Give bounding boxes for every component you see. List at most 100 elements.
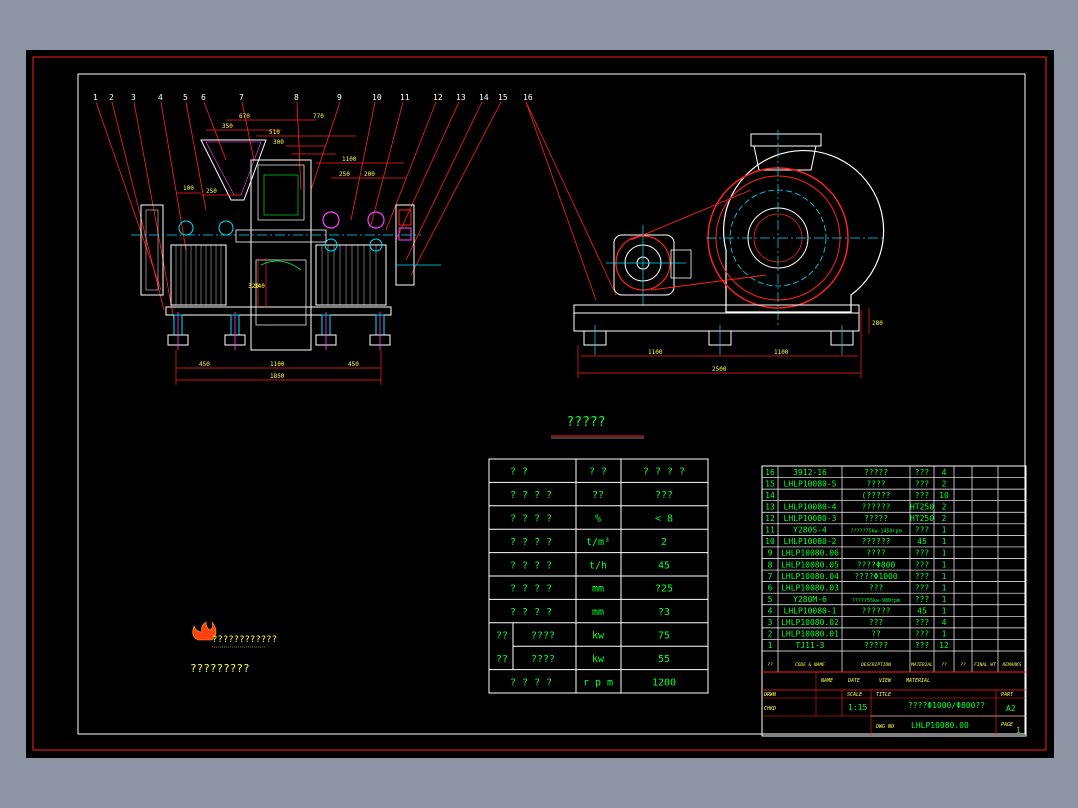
spec-cell-name: ? ? ? ? (510, 584, 552, 595)
parts-cell-qty: 2 (942, 502, 947, 511)
parts-cell-mat: ??? (915, 549, 930, 558)
parts-cell-name: ????Φ1000 (854, 572, 898, 581)
label-scale: SCALE (847, 692, 862, 698)
label-date: DATE (847, 678, 860, 684)
spec-cell-unit: t/h (589, 560, 607, 571)
parts-cell-code: LHLP10080-1 (784, 607, 837, 616)
parts-cell-qty: 2 (942, 514, 947, 523)
parts-cell-no: 12 (765, 514, 775, 523)
balloon-11: 11 (400, 93, 410, 102)
spec-cell-unit: r p m (583, 677, 613, 688)
parts-cell-mat: ??? (915, 491, 930, 500)
parts-cell-mat: HT250 (910, 514, 934, 523)
inner-frame (77, 73, 1026, 735)
parts-cell-name: ?? (871, 630, 881, 639)
parts-cell-qty: 1 (942, 630, 947, 639)
parts-cell-name: ????? (864, 641, 888, 650)
drawing-canvas[interactable]: 3506705107703001100250200100250450110045… (26, 50, 1054, 758)
parts-cell-mat: ??? (915, 560, 930, 569)
spec-cell-value: 55 (658, 654, 670, 665)
dim-side-3: 280 (872, 320, 883, 327)
dim-front-8: 100 (183, 185, 194, 192)
parts-cell-name: ????Φ800 (857, 560, 896, 569)
parts-cell-no: 15 (765, 479, 775, 488)
parts-cell-mat: ??? (915, 641, 930, 650)
balloon-7: 7 (239, 93, 244, 102)
balloon-12: 12 (433, 93, 443, 102)
dim-front-12: 450 (348, 361, 359, 368)
parts-cell-mat: ??? (915, 630, 930, 639)
parts-cell-code: LHLP10080.01 (781, 630, 839, 639)
parts-cell-name: ????? (864, 468, 888, 477)
parts-cell-code: Y280S-4 (793, 526, 827, 535)
parts-cell-qty: 1 (942, 595, 947, 604)
spec-cell-value: 45 (658, 560, 670, 571)
parts-cell-name: ??? (869, 583, 884, 592)
spec-heading: ????? (566, 415, 605, 430)
parts-cell-qty: 1 (942, 572, 947, 581)
dim-front-2: 510 (269, 129, 280, 136)
parts-cell-no: 16 (765, 468, 775, 477)
sheet-size: A2 (1006, 704, 1016, 713)
spec-cell-value: ??? (655, 490, 673, 501)
drawing-title: ????Φ1000/Φ800?? (908, 701, 985, 710)
page-number: 1 (1016, 726, 1021, 735)
parts-cell-name: ???? (866, 549, 885, 558)
spec-cell-name: ???? (531, 654, 555, 665)
dim-front-6: 250 (339, 171, 350, 178)
dim-front-14: 340 (254, 283, 265, 290)
parts-cell-no: 7 (768, 572, 773, 581)
dim-front-15: 320 (248, 283, 259, 290)
balloon-4: 4 (158, 93, 163, 102)
parts-cell-mat: ??? (915, 595, 930, 604)
spec-cell-unit: ?? (592, 490, 604, 501)
balloon-13: 13 (456, 93, 466, 102)
parts-cell-qty: 10 (939, 491, 949, 500)
parts-cell-name: ?????? (862, 537, 891, 546)
label-page: PAGE (1001, 722, 1013, 728)
parts-header-cell: ?? (941, 662, 947, 668)
dim-side-0: 1100 (648, 349, 663, 356)
parts-cell-code: Y280M-6 (793, 595, 827, 604)
parts-header-cell: ?? (767, 662, 773, 668)
parts-cell-code: 3912-16 (793, 468, 827, 477)
parts-cell-name: ?????75kw-1450rpm (850, 529, 901, 535)
spec-cell-unit: % (595, 514, 601, 525)
dim-side-1: 1100 (774, 349, 789, 356)
spec-cell-unit: t/m³ (586, 537, 610, 548)
logo-caption: ????????? (190, 662, 250, 675)
balloon-16: 16 (523, 93, 533, 102)
parts-cell-no: 6 (768, 583, 773, 592)
spec-cell-unit: mm (592, 584, 604, 595)
balloon-9: 9 (337, 93, 342, 102)
dim-front-5: 1100 (342, 156, 357, 163)
spec-cell-value: < 8 (655, 514, 673, 525)
spec-cell-name: ? ? ? ? (510, 607, 552, 618)
parts-cell-name: ?????? (862, 607, 891, 616)
dim-side-2: 2500 (712, 366, 727, 373)
parts-cell-qty: 2 (942, 479, 947, 488)
parts-cell-mat: 45 (917, 607, 927, 616)
parts-cell-mat: HT250 (910, 502, 934, 511)
parts-cell-code: LHLP10080.05 (781, 560, 839, 569)
parts-cell-mat: ??? (915, 618, 930, 627)
spec-cell-value: 75 (658, 631, 670, 642)
parts-header-cell: CODE & NAME (795, 662, 825, 668)
parts-header-cell: FINAL WT (974, 662, 996, 668)
label-drawn: DRWN (763, 692, 777, 698)
dim-front-4: 300 (273, 139, 284, 146)
parts-cell-code: LHLP10080.04 (781, 572, 839, 581)
parts-cell-code: LHLP10080.02 (781, 618, 839, 627)
label-part: PART (1001, 692, 1014, 698)
spec-cell-name: ? ? (510, 467, 528, 478)
label-title: TITLE (876, 692, 891, 698)
parts-cell-qty: 1 (942, 583, 947, 592)
spec-cell-value: ?3 (658, 607, 670, 618)
parts-cell-no: 14 (765, 491, 775, 500)
parts-cell-code: LHLP10080.06 (781, 549, 839, 558)
spec-cell-unit: kw (592, 654, 605, 665)
parts-cell-no: 4 (768, 607, 773, 616)
dim-front-0: 350 (222, 123, 233, 130)
